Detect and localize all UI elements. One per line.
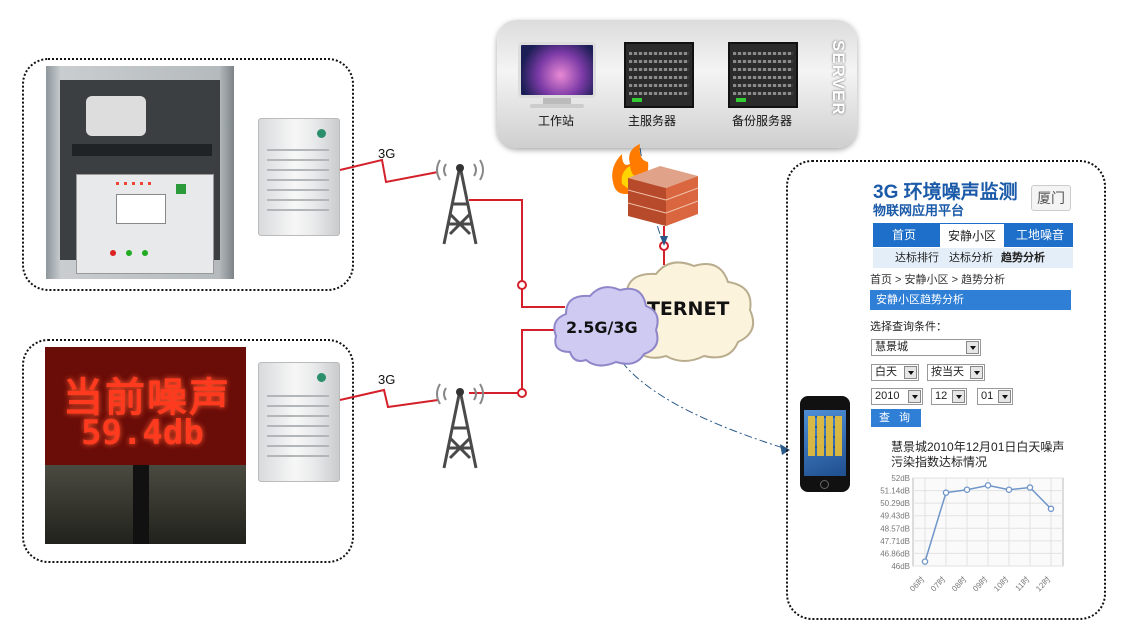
main-tabs: 首页 安静小区 工地噪音	[873, 223, 1073, 247]
antenna-tower-top-icon	[436, 159, 484, 245]
data-point	[963, 486, 971, 493]
chevron-down-icon	[904, 366, 917, 379]
query-button[interactable]: 查 询	[871, 409, 921, 427]
x-tick-label: 06时	[907, 574, 926, 593]
link-label-bottom: 3G	[378, 372, 396, 387]
x-tick-label: 07时	[928, 574, 947, 593]
smartphone-icon	[800, 396, 850, 492]
section-title: 安静小区趋势分析	[870, 290, 1071, 310]
data-point	[1005, 486, 1013, 493]
backup-server-label: 备份服务器	[732, 114, 793, 128]
y-tick-label: 46.86dB	[880, 549, 910, 558]
x-tick-label: 12时	[1033, 574, 1052, 593]
chevron-down-icon	[998, 390, 1011, 403]
workstation-monitor-icon	[518, 42, 596, 98]
chevron-down-icon	[970, 366, 983, 379]
y-tick-label: 51.14dB	[880, 487, 910, 496]
period-select[interactable]: 白天	[871, 364, 919, 381]
data-point	[1047, 505, 1055, 513]
y-tick-label: 49.43dB	[880, 512, 910, 521]
main-server-rack-icon	[624, 42, 694, 108]
firewall-icon	[612, 144, 699, 226]
mobile-app-group	[786, 160, 1106, 620]
city-switch[interactable]: 厦门	[1031, 185, 1071, 211]
wireless-network-cloud-icon	[553, 286, 659, 367]
subnav-ranking[interactable]: 达标排行	[895, 252, 939, 264]
backup-server-rack-icon	[728, 42, 798, 108]
mode-select[interactable]: 按当天	[927, 364, 985, 381]
tab-quiet-community[interactable]: 安静小区	[939, 223, 1005, 247]
data-point	[921, 558, 929, 565]
led-line-1: 当前噪声	[63, 375, 231, 421]
data-point	[942, 489, 950, 496]
sensor-group-top	[22, 58, 354, 291]
sensor-group-bottom	[22, 339, 354, 563]
x-tick-label: 08时	[949, 574, 968, 593]
subnav-trend[interactable]: 趋势分析	[1001, 252, 1045, 264]
outdoor-cabinet-bottom	[258, 362, 340, 482]
y-tick-label: 46dB	[891, 562, 910, 571]
y-tick-label: 50.29dB	[880, 499, 910, 508]
workstation-label: 工作站	[538, 114, 575, 128]
breadcrumb: 首页 > 安静小区 > 趋势分析	[870, 274, 1006, 286]
main-server-label: 主服务器	[628, 114, 677, 128]
day-select[interactable]: 01	[977, 388, 1013, 405]
area-select[interactable]: 慧景城	[871, 339, 981, 356]
outdoor-cabinet-top	[258, 118, 340, 236]
noise-trend-chart: 52dB 51.14dB 50.29dB 49.43dB 48.57dB 47.71dB 4…	[880, 474, 1064, 593]
y-tick-label: 52dB	[891, 474, 910, 483]
chevron-down-icon	[908, 390, 921, 403]
data-point	[984, 482, 992, 489]
cabinet-interior-photo	[46, 66, 234, 279]
link-label-top: 3G	[378, 146, 396, 161]
tab-construction-noise[interactable]: 工地噪音	[1015, 228, 1064, 242]
x-tick-label: 09时	[970, 574, 989, 593]
antenna-tower-bottom-icon	[436, 383, 484, 469]
subnav-analysis[interactable]: 达标分析	[949, 252, 993, 264]
x-tick-label: 10时	[991, 574, 1010, 593]
condition-label: 选择查询条件：	[870, 321, 947, 333]
led-line-2: 59.4db	[81, 413, 204, 453]
app-subtitle: 物联网应用平台	[873, 203, 965, 218]
wireless-network-label: 2.5G/3G	[566, 318, 638, 337]
app-title: 3G 环境噪声监测	[873, 182, 1018, 203]
year-select[interactable]: 2010	[871, 388, 923, 405]
tab-home[interactable]: 首页	[891, 228, 916, 242]
led-display-photo: 当前噪声 59.4db	[45, 347, 246, 544]
month-select[interactable]: 12	[931, 388, 967, 405]
x-tick-label: 11时	[1013, 574, 1032, 593]
y-tick-label: 47.71dB	[880, 537, 910, 546]
server-side-label: SERVER	[829, 40, 848, 116]
chart-title: 慧景城2010年12月01日白天噪声污染指数达标情况	[891, 440, 1065, 469]
chevron-down-icon	[952, 390, 965, 403]
chevron-down-icon	[966, 341, 979, 354]
y-tick-label: 48.57dB	[880, 524, 910, 533]
monitoring-app: 3G 环境噪声监测 物联网应用平台 厦门 首页 安静小区 工地噪音 达标排行 达…	[863, 172, 1077, 602]
sub-navigation: 达标排行 达标分析 趋势分析	[873, 248, 1073, 268]
data-point	[1026, 484, 1034, 491]
